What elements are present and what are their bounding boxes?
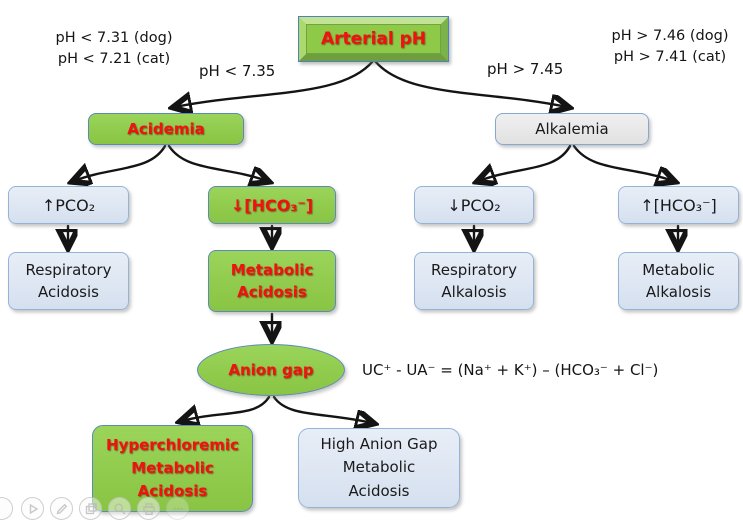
- edge-acidemia-to-pco2up: [74, 144, 167, 181]
- node-respiratory-acidosis: Respiratory Acidosis: [8, 252, 129, 310]
- pencil-icon: [56, 503, 67, 514]
- magnifier-icon: [114, 503, 125, 514]
- bevel-frame: Arterial pH: [299, 17, 448, 61]
- play-button[interactable]: [21, 497, 44, 520]
- more-button[interactable]: [166, 497, 189, 520]
- node-line: Acidosis: [348, 481, 410, 500]
- node-alkalemia: Alkalemia: [495, 113, 649, 145]
- node-label: ↑[HCO₃⁻]: [640, 195, 717, 215]
- copy-button[interactable]: [79, 497, 102, 520]
- node-high-anion-gap-metabolic-acidosis: High Anion Gap Metabolic Acidosis: [298, 428, 460, 508]
- branch-label-acidemia: pH < 7.35: [199, 62, 276, 80]
- node-label: ↓[HCO₃⁻]: [230, 195, 314, 215]
- note-line: pH > 7.41 (cat): [613, 49, 727, 66]
- node-line: Metabolic: [642, 260, 715, 279]
- node-line: Acidosis: [38, 283, 99, 301]
- node-metabolic-acidosis: Metabolic Acidosis: [208, 250, 336, 312]
- node-line: High Anion Gap: [320, 435, 438, 454]
- node-line: Respiratory: [431, 260, 517, 279]
- node-label: Anion gap: [228, 361, 314, 379]
- magnifier-button[interactable]: [108, 497, 131, 520]
- note-line: pH < 7.21 (cat): [57, 51, 171, 68]
- play-icon: [29, 503, 38, 514]
- reference-range-alkalemia: pH > 7.46 (dog) pH > 7.41 (cat): [600, 26, 740, 68]
- printer-icon: [142, 502, 155, 515]
- pencil-button[interactable]: [50, 497, 73, 520]
- node-label: Acidemia: [127, 120, 205, 138]
- node-line: Alkalosis: [645, 283, 712, 301]
- edge-anion-gap-to-high-anion-gap: [272, 395, 372, 423]
- node-line: Respiratory: [25, 260, 112, 279]
- edge-alkalemia-to-pco2down: [479, 144, 572, 181]
- copy-icon: [85, 502, 97, 514]
- note-line: pH > 7.46 (dog): [611, 28, 729, 44]
- node-line: Alkalosis: [441, 283, 507, 301]
- node-label: ↓PCO₂: [447, 195, 501, 215]
- toolbar-button-partial[interactable]: [0, 497, 13, 520]
- node-line: Metabolic: [230, 260, 314, 279]
- node-arterial-ph: Arterial pH: [298, 16, 449, 62]
- node-line: Metabolic: [131, 458, 214, 477]
- edge-alkalemia-to-hco3up: [572, 144, 673, 181]
- node-label: Alkalemia: [535, 120, 609, 138]
- note-line: pH < 7.31 (dog): [55, 30, 173, 46]
- edge-acidemia-to-hco3down: [167, 144, 267, 181]
- node-hco3-down: ↓[HCO₃⁻]: [208, 186, 336, 224]
- node-pco2-up: ↑PCO₂: [8, 186, 129, 224]
- node-acidemia: Acidemia: [88, 113, 244, 145]
- node-line: Acidosis: [137, 482, 208, 501]
- node-hco3-up: ↑[HCO₃⁻]: [618, 186, 739, 224]
- node-respiratory-alkalosis: Respiratory Alkalosis: [414, 252, 534, 310]
- more-icon: [172, 506, 183, 510]
- node-line: Hyperchloremic: [106, 435, 239, 454]
- anion-gap-formula: UC⁺ - UA⁻ = (Na⁺ + K⁺) – (HCO₃⁻ + Cl⁻): [362, 361, 659, 379]
- node-line: Acidosis: [237, 283, 307, 301]
- node-anion-gap: Anion gap: [197, 344, 345, 396]
- edge-anion-gap-to-hyperchloremic: [182, 395, 271, 421]
- branch-label-alkalemia: pH > 7.45: [487, 60, 564, 78]
- node-line: Metabolic: [342, 458, 416, 477]
- printer-button[interactable]: [137, 497, 160, 520]
- node-pco2-down: ↓PCO₂: [414, 186, 534, 224]
- node-label: ↑PCO₂: [41, 195, 96, 215]
- node-label: Arterial pH: [306, 24, 441, 54]
- node-metabolic-alkalosis: Metabolic Alkalosis: [618, 252, 739, 310]
- reference-range-acidemia: pH < 7.31 (dog) pH < 7.21 (cat): [40, 28, 188, 70]
